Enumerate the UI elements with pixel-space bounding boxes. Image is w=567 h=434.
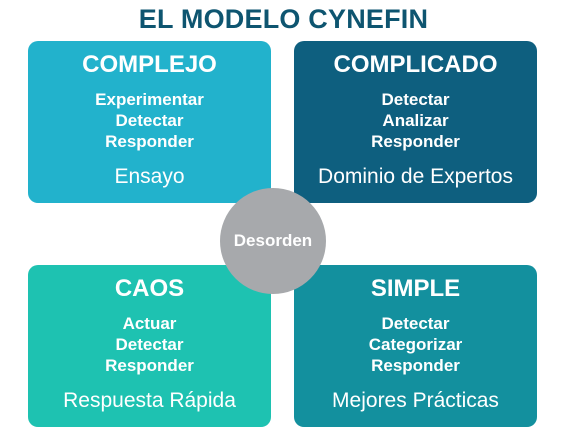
quadrant-complicado-footer: Dominio de Expertos xyxy=(318,165,513,188)
quadrant-complicado-title: COMPLICADO xyxy=(333,51,498,78)
quadrant-complejo-title: COMPLEJO xyxy=(82,51,217,78)
quadrant-simple: SIMPLE Detectar Categorizar Responder Me… xyxy=(294,265,537,427)
step-item: Detectar xyxy=(381,314,450,333)
desorden-label: Desorden xyxy=(233,231,313,250)
desorden-circle: Desorden xyxy=(220,188,326,294)
step-item: Analizar xyxy=(382,111,449,130)
step-item: Responder xyxy=(105,132,194,151)
step-item: Responder xyxy=(371,356,460,375)
quadrant-complejo-steps: Experimentar Detectar Responder xyxy=(28,89,271,152)
step-item: Detectar xyxy=(115,111,184,130)
quadrant-simple-title: SIMPLE xyxy=(370,275,461,302)
quadrant-caos: CAOS Actuar Detectar Responder Respuesta… xyxy=(28,265,271,427)
diagram-title: EL MODELO CYNEFIN xyxy=(138,4,429,34)
step-item: Responder xyxy=(371,132,460,151)
step-item: Actuar xyxy=(122,314,177,333)
quadrant-complejo: COMPLEJO Experimentar Detectar Responder… xyxy=(28,41,271,203)
quadrant-complicado: COMPLICADO Detectar Analizar Responder D… xyxy=(294,41,537,203)
quadrant-caos-steps: Actuar Detectar Responder xyxy=(28,313,271,376)
step-item: Detectar xyxy=(381,90,450,109)
quadrant-caos-footer: Respuesta Rápida xyxy=(63,389,236,412)
step-item: Categorizar xyxy=(368,335,463,354)
quadrant-complicado-steps: Detectar Analizar Responder xyxy=(294,89,537,152)
quadrant-complejo-footer: Ensayo xyxy=(114,165,185,188)
quadrant-caos-title: CAOS xyxy=(114,275,185,302)
step-item: Responder xyxy=(105,356,194,375)
step-item: Experimentar xyxy=(95,90,204,109)
quadrant-simple-steps: Detectar Categorizar Responder xyxy=(294,313,537,376)
step-item: Detectar xyxy=(115,335,184,354)
quadrant-simple-footer: Mejores Prácticas xyxy=(332,389,499,412)
